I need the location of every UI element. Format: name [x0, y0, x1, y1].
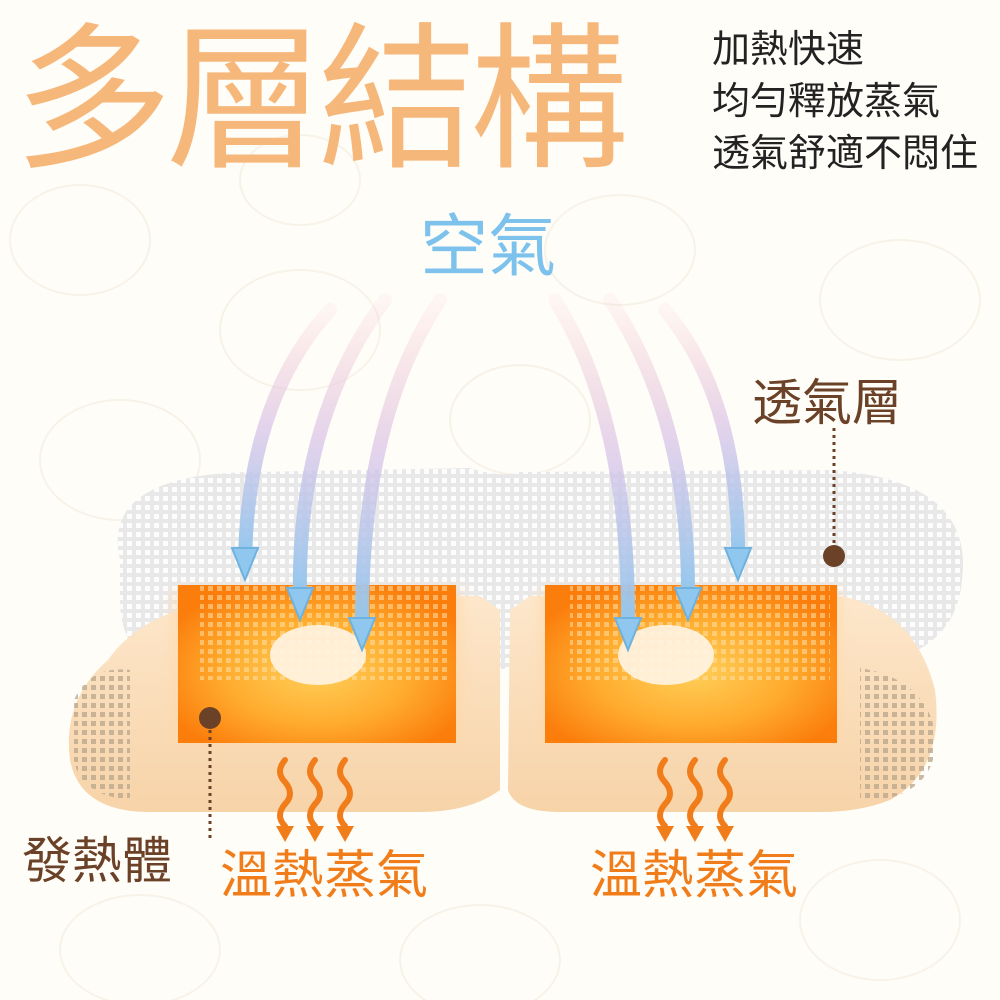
leader-heater [199, 707, 221, 840]
steam-label-left: 溫熱蒸氣 [220, 846, 429, 906]
leader-dot-icon [199, 707, 221, 729]
air-arrow-icon [238, 303, 337, 567]
vent-hole-right [618, 625, 714, 685]
air-arrow-icon [548, 293, 636, 637]
vent-hole-left [270, 625, 366, 685]
air-label: 空氣 [420, 208, 557, 287]
air-arrow-icon [292, 293, 392, 607]
page-title: 多層結構 [14, 9, 628, 193]
steam-label-right: 溫熱蒸氣 [590, 846, 799, 906]
air-arrow-heads [230, 547, 753, 653]
steam-arrow-heads [276, 826, 734, 842]
heating-element-label: 發熱體 [22, 832, 172, 890]
steam-wave-icon [307, 757, 323, 829]
heating-element-right [540, 585, 840, 745]
heating-element-left [172, 585, 462, 745]
air-arrow-icon [723, 547, 753, 583]
feature-fast-heating: 加熱快速 [712, 27, 865, 71]
air-arrow-icon [285, 587, 315, 623]
leader-dot-icon [823, 545, 845, 567]
air-arrow-icon [347, 617, 377, 653]
watermark-layer [9, 134, 981, 1000]
steam-wave-icon [687, 757, 703, 829]
feature-breathable: 透氣舒適不悶住 [712, 131, 979, 175]
breathable-layer-label: 透氣層 [752, 374, 902, 432]
steam-wave-icon [717, 757, 733, 829]
steam-wave-icon [277, 757, 293, 829]
steam-wave-icon [337, 757, 353, 829]
air-arrow-icon [613, 617, 643, 653]
air-arrows [238, 293, 746, 637]
air-arrow-icon [230, 547, 260, 583]
feature-even-steam: 均勻釋放蒸氣 [712, 79, 941, 123]
air-arrow-icon [603, 293, 696, 607]
air-arrow-icon [658, 303, 746, 567]
air-arrow-icon [354, 293, 447, 637]
air-arrow-icon [673, 587, 703, 623]
steam-waves [277, 757, 733, 829]
steam-wave-icon [657, 757, 673, 829]
leader-breathable [823, 428, 845, 567]
